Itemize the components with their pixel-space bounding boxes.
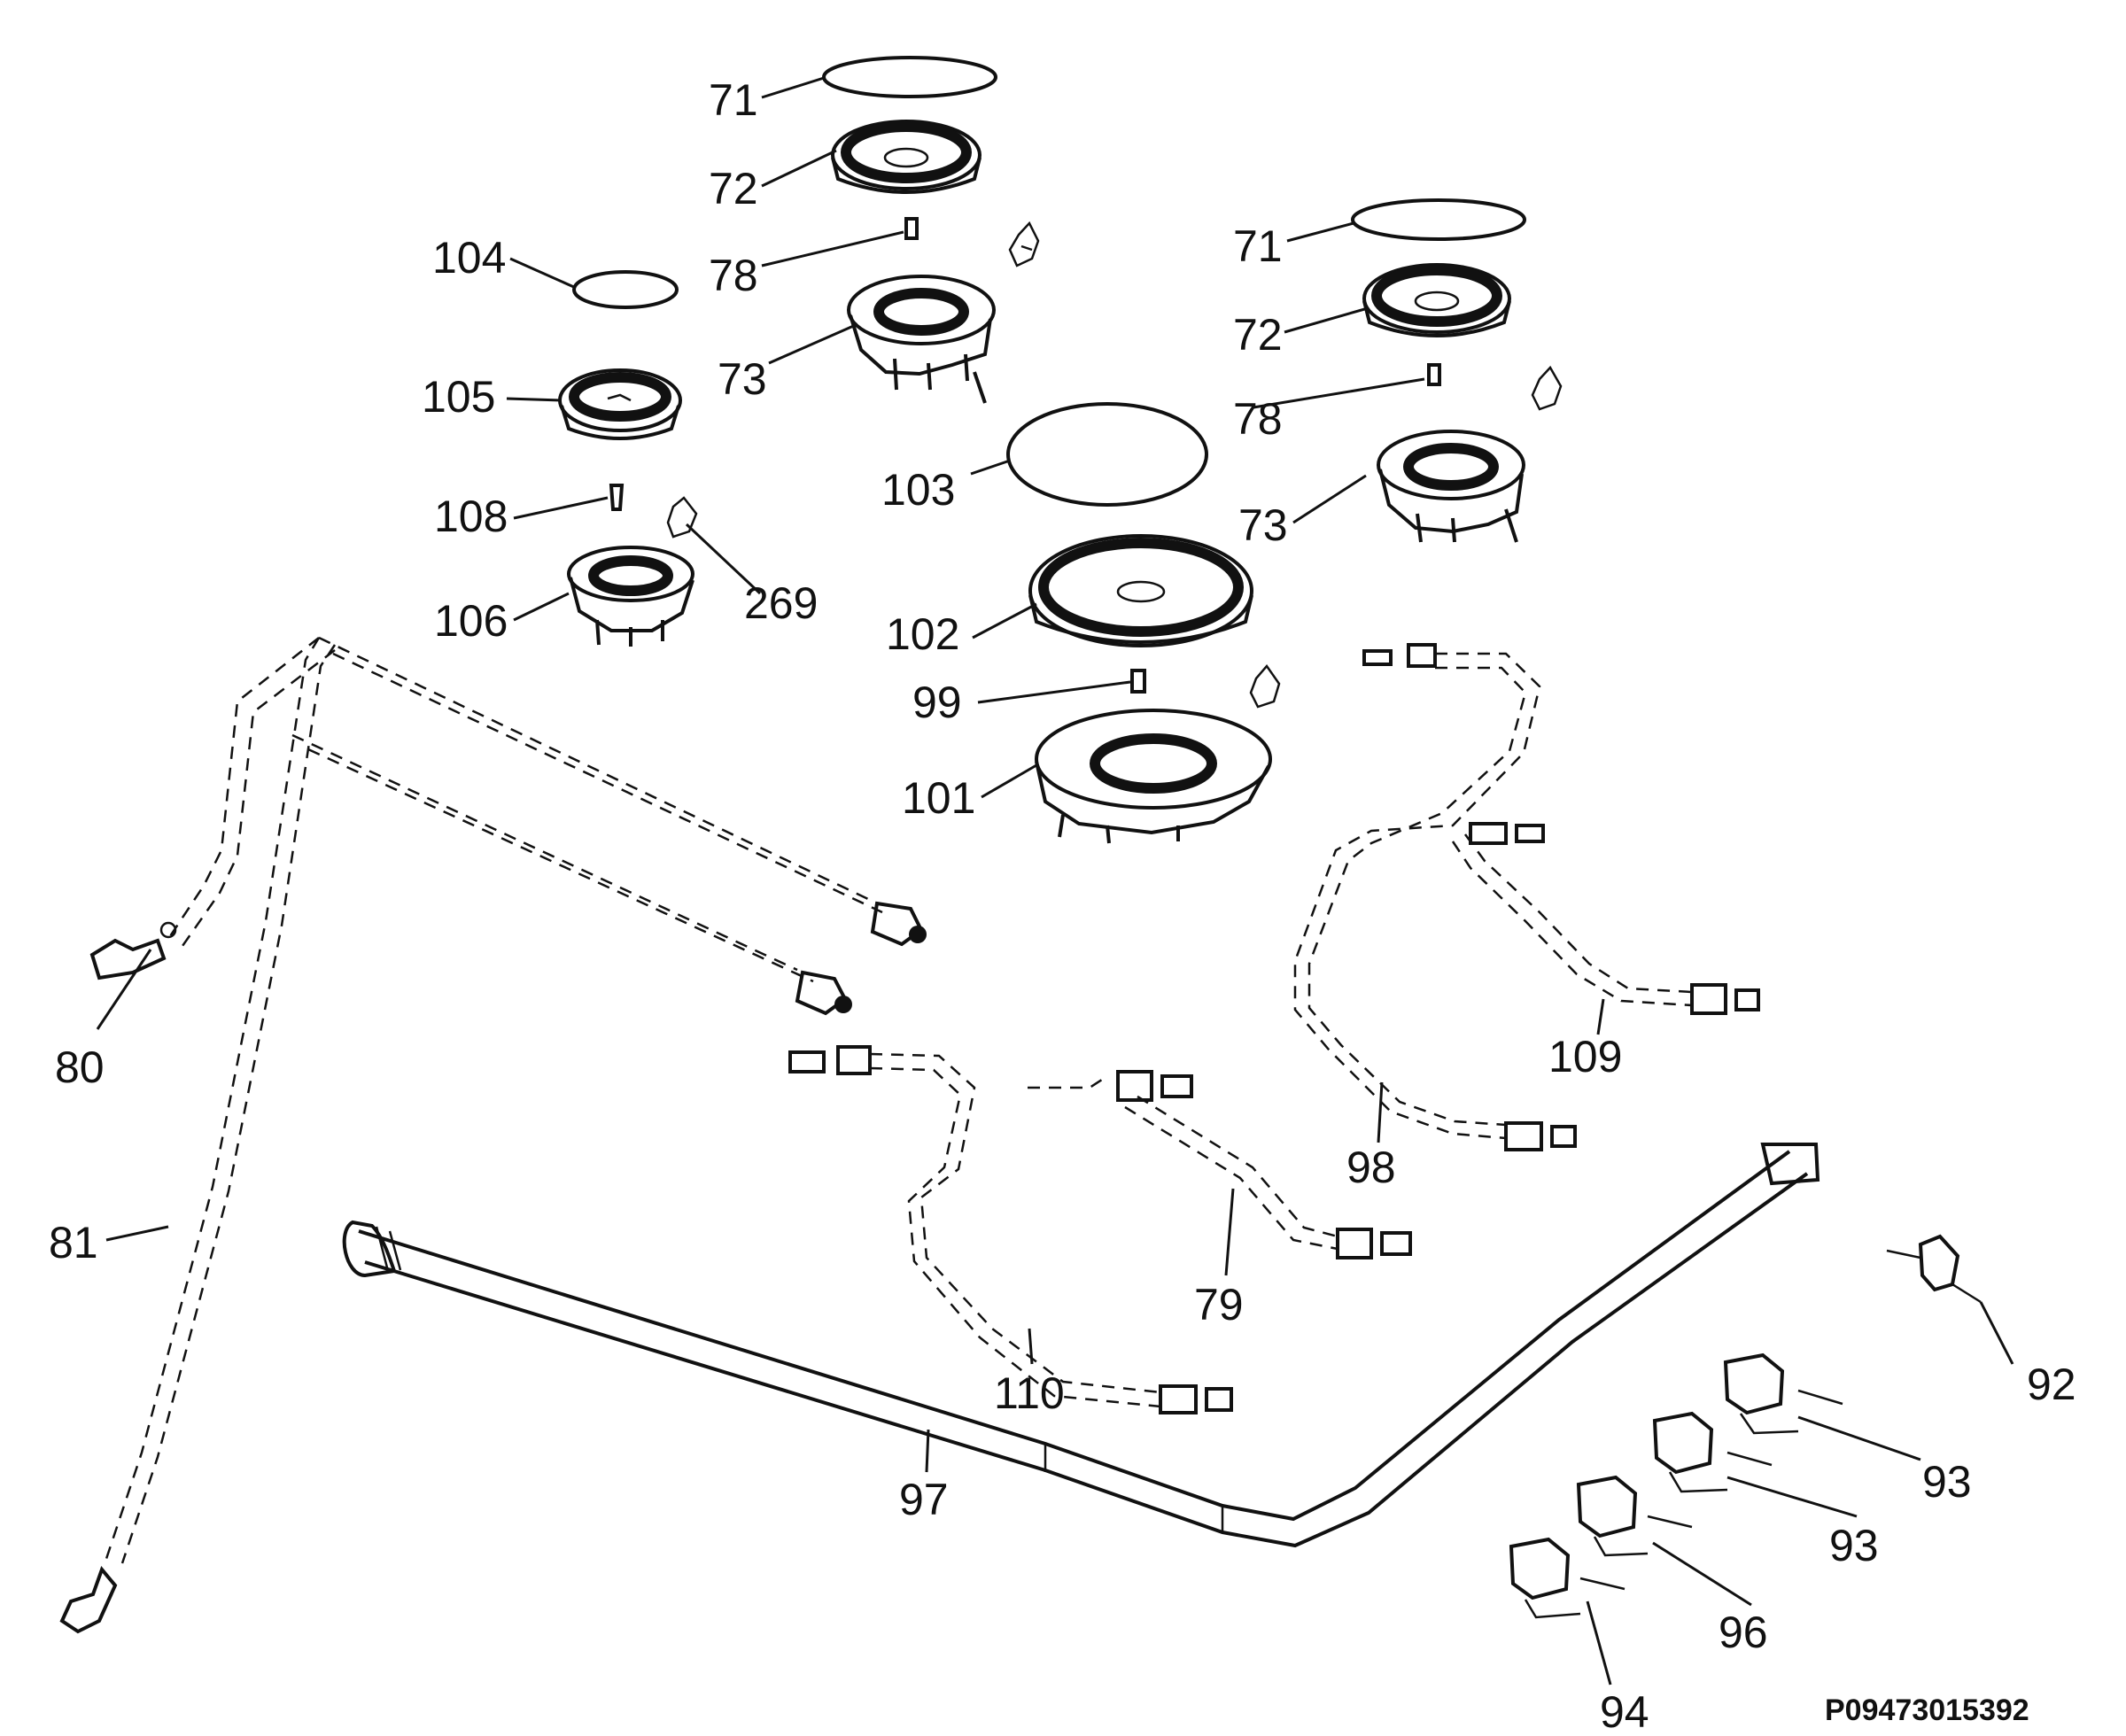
callout-78-right: 78	[1233, 394, 1283, 444]
burner-top-middle	[822, 56, 1040, 404]
callout-97: 97	[899, 1475, 949, 1524]
burner-top-right	[1351, 198, 1563, 543]
callout-73-right: 73	[1238, 500, 1288, 550]
callout-92: 92	[2027, 1360, 2076, 1409]
callout-103: 103	[881, 465, 955, 515]
gas-pipes	[59, 636, 1820, 1634]
callout-98: 98	[1346, 1143, 1396, 1192]
callout-109: 109	[1548, 1032, 1622, 1081]
callout-99: 99	[912, 678, 962, 727]
callout-101: 101	[902, 773, 975, 823]
callout-104: 104	[432, 233, 506, 283]
callout-72-top-middle: 72	[709, 164, 758, 213]
callout-72-right: 72	[1233, 310, 1283, 360]
callout-269: 269	[744, 578, 818, 628]
callout-110: 110	[994, 1368, 1065, 1418]
callout-93-upper: 93	[1922, 1457, 1972, 1507]
drawing-code: P09473015392	[1825, 1693, 2029, 1727]
callout-79: 79	[1194, 1280, 1244, 1329]
callout-labels: 71 72 78 73 104 105 108 106 269 71 72 78…	[49, 75, 2076, 1736]
burner-top-left	[558, 270, 698, 647]
leader-lines	[96, 76, 2014, 1686]
callout-71-right: 71	[1233, 221, 1283, 271]
gas-taps	[1509, 1234, 1982, 1619]
callout-81: 81	[49, 1218, 98, 1267]
callout-102: 102	[886, 609, 959, 659]
callout-106: 106	[434, 596, 508, 646]
callout-73-top-middle: 73	[718, 354, 767, 404]
callout-80: 80	[55, 1042, 105, 1092]
callout-93-lower: 93	[1829, 1521, 1879, 1570]
callout-108: 108	[434, 492, 508, 541]
callout-105: 105	[422, 372, 495, 422]
part-drawings	[59, 56, 1982, 1634]
callout-71-top-middle: 71	[709, 75, 758, 125]
callout-94: 94	[1600, 1687, 1649, 1736]
burner-center-large	[1006, 402, 1281, 844]
callout-78-top-middle: 78	[709, 251, 758, 300]
callout-96: 96	[1719, 1608, 1768, 1657]
